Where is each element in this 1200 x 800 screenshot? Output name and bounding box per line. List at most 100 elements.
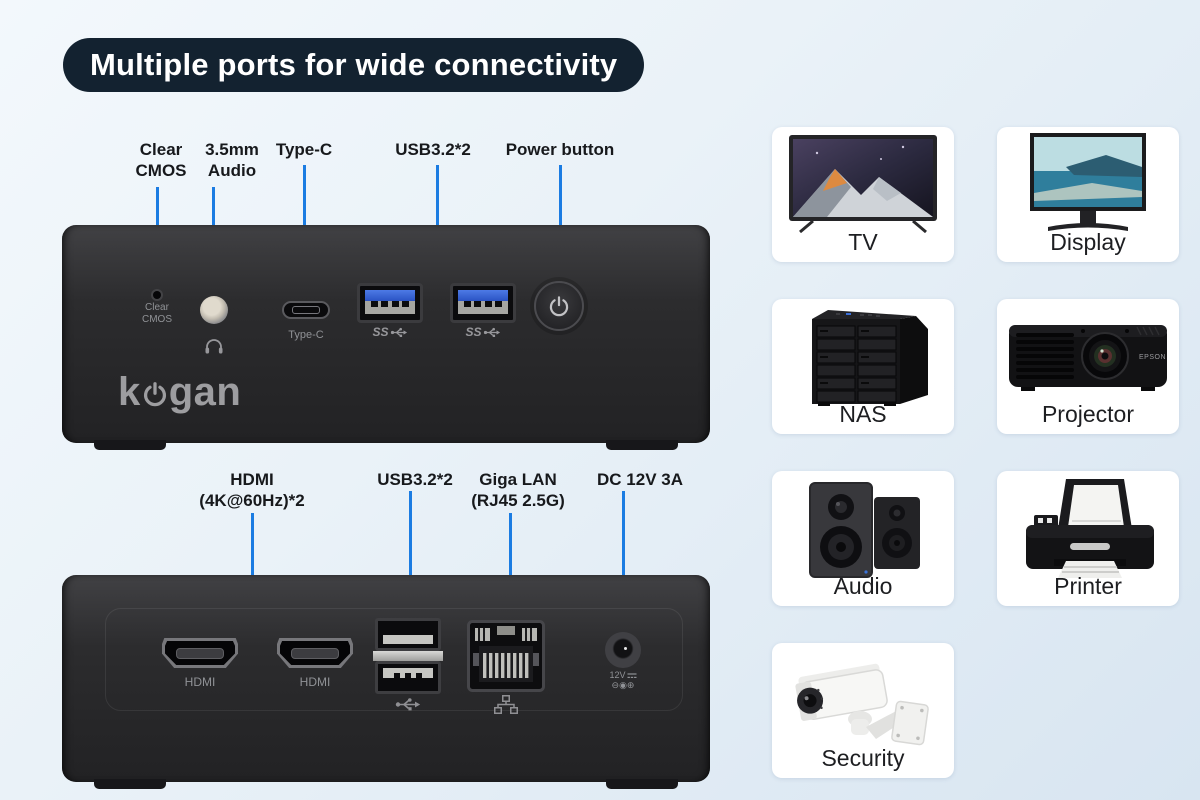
page-title: Multiple ports for wide connectivity: [63, 38, 645, 92]
callout-type-c-line1: Type-C: [275, 140, 333, 159]
callout-usb-rear: USB3.2*2: [377, 469, 453, 490]
power-icon: [549, 296, 569, 317]
callout-clear-cmos-line2: CMOS: [135, 161, 187, 180]
headphone-icon: [204, 337, 224, 359]
ethernet-icon: [494, 695, 518, 719]
device-card-projector: EPSON Projector: [997, 299, 1179, 434]
hdmi-tongue: [176, 648, 224, 659]
device-card-label: Audio: [833, 573, 893, 599]
security-camera-icon: [795, 663, 929, 746]
type-c-marking: Type-C: [288, 329, 324, 341]
leader-line: [508, 513, 512, 610]
callout-usb-rear-line1: USB3.2*2: [377, 470, 453, 489]
usb-tab: [383, 668, 433, 678]
usb-a-port-1: [357, 283, 423, 323]
device-foot: [606, 779, 678, 789]
callout-clear-cmos-line1: Clear: [139, 140, 183, 159]
device-card-display: Display: [997, 127, 1179, 262]
mini-pc-rear: HDMI HDMI: [62, 575, 710, 789]
audio-jack-port: [200, 296, 228, 324]
device-card-label: Projector: [1041, 401, 1135, 427]
device-foot: [606, 440, 678, 450]
device-foot: [94, 779, 166, 789]
projector-brand-text: EPSON: [1139, 354, 1166, 361]
callout-lan-line2: (RJ45 2.5G): [471, 491, 565, 510]
callout-usb-front: USB3.2*2: [395, 139, 471, 160]
display-icon: [1030, 133, 1146, 231]
usb-trident-icon: [483, 327, 501, 337]
usb-stack-divider: [373, 651, 443, 661]
dc-polarity-text: ⊖◉⊕: [611, 680, 635, 690]
dc-jack-highlight: [623, 646, 627, 650]
logo-text-k: k: [118, 370, 141, 414]
hdmi-marking-1: HDMI: [184, 675, 216, 689]
superspeed-marking: SS: [465, 325, 501, 339]
callout-audio-line1: 3.5mm: [205, 140, 259, 159]
callout-hdmi: HDMI (4K@60Hz)*2: [199, 469, 304, 511]
usb-trident-icon: [395, 697, 421, 717]
usb-tab: [383, 635, 433, 644]
ss-text: SS: [465, 325, 482, 339]
usb-contacts: [458, 301, 508, 314]
hdmi-tongue: [291, 648, 339, 659]
printer-icon: [1026, 479, 1154, 578]
leader-line: [435, 165, 439, 265]
ethernet-port: [467, 620, 545, 692]
dc-voltage-text: 12V: [609, 670, 626, 680]
usb-a-rear-top: [375, 618, 441, 651]
logo-text-gan: gan: [168, 370, 242, 414]
clear-cmos-pinhole: [153, 291, 161, 299]
usb-a-rear-bottom: [375, 661, 441, 694]
speakers-icon: [809, 482, 920, 578]
ss-text: SS: [372, 325, 389, 339]
device-card-label: TV: [848, 229, 878, 255]
leader-line: [302, 165, 306, 274]
callout-power: Power button: [506, 139, 615, 160]
device-card-tv: TV: [772, 127, 954, 262]
usb-tab: [365, 290, 415, 301]
callout-clear-cmos: Clear CMOS: [136, 139, 187, 181]
device-card-label: Printer: [1054, 573, 1122, 599]
dc-symbol-icon: [627, 672, 637, 678]
usb-c-port: [282, 301, 330, 319]
power-button: [534, 281, 584, 331]
usb-c-port-tongue: [292, 306, 320, 314]
clear-cmos-marking: Clear CMOS: [142, 302, 172, 326]
projector-icon: EPSON: [1009, 325, 1167, 391]
mini-pc-front: Clear CMOS Type-C SS SS: [62, 225, 710, 450]
device-card-label: Security: [821, 745, 905, 771]
callout-hdmi-line2: (4K@60Hz)*2: [199, 491, 305, 510]
dc-marking: 12V ⊖◉⊕: [609, 670, 637, 690]
usb-trident-icon: [390, 327, 408, 337]
clear-cmos-marking-line1: Clear: [145, 302, 169, 313]
callout-dc: DC 12V 3A: [597, 469, 683, 490]
callout-audio: 3.5mm Audio: [205, 139, 259, 181]
device-card-security: Security: [772, 643, 954, 778]
logo-power-o-icon: [143, 382, 166, 407]
usb-a-port-2: [450, 283, 516, 323]
clear-cmos-marking-line2: CMOS: [142, 314, 172, 325]
device-card-printer: Printer: [997, 471, 1179, 606]
dc-power-jack: [605, 632, 641, 668]
leader-line: [408, 491, 412, 608]
leader-line: [250, 513, 254, 609]
callout-lan-line1: Giga LAN: [479, 470, 557, 489]
callout-hdmi-line1: HDMI: [230, 470, 274, 489]
leader-line: [621, 491, 625, 623]
usb-tab: [458, 290, 508, 301]
hdmi-port-1: [162, 638, 238, 668]
callout-audio-line2: Audio: [207, 161, 257, 180]
callout-type-c: Type-C: [276, 139, 332, 160]
nas-icon: [812, 310, 928, 406]
usb-contacts: [365, 301, 415, 314]
device-card-label: NAS: [839, 401, 887, 427]
callout-power-line1: Power button: [505, 140, 615, 159]
kogan-logo: k gan: [118, 370, 242, 414]
device-card-label: Display: [1050, 229, 1126, 255]
tv-icon: [789, 135, 937, 233]
callout-usb-front-line1: USB3.2*2: [395, 140, 471, 159]
callout-lan: Giga LAN (RJ45 2.5G): [471, 469, 565, 511]
device-card-audio: Audio: [772, 471, 954, 606]
hdmi-port-2: [277, 638, 353, 668]
